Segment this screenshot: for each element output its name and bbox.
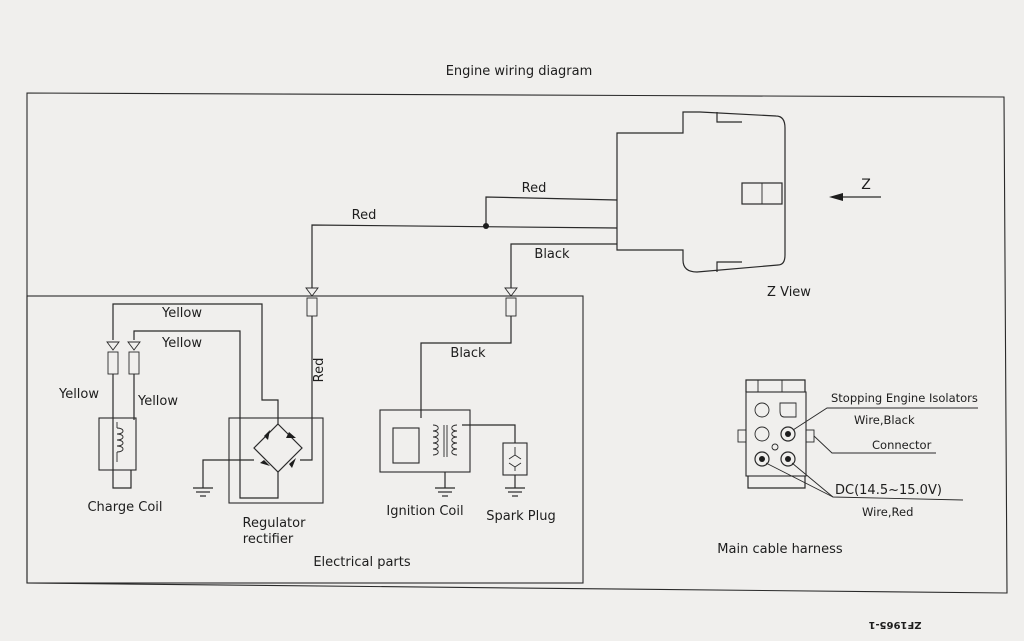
spark-plug: [502, 442, 528, 497]
wire-label-black-lower: Black: [450, 346, 486, 361]
dc-voltage-label: DC(14.5~15.0V): [835, 483, 942, 498]
yellow-wiring: [106, 303, 279, 499]
diagram-title: Engine wiring diagram: [446, 64, 593, 79]
charge-coil: [98, 417, 137, 471]
wire-label-yellow-1: Yellow: [161, 306, 202, 321]
wire-label-yellow-2: Yellow: [161, 336, 202, 351]
harness-leader-lines: [765, 407, 978, 501]
wire-label-black-top: Black: [534, 247, 570, 262]
charge-coil-label: Charge Coil: [87, 500, 162, 515]
regulator-label-line2: rectifier: [243, 532, 294, 547]
connector-label: Connector: [872, 438, 932, 452]
main-connector: [616, 111, 786, 273]
wire-label-red-top: Red: [522, 181, 547, 196]
wire-label-red-left: Red: [352, 208, 377, 223]
dc-wire-label: Wire,Red: [862, 505, 913, 519]
wire-label-yellow-left: Yellow: [58, 387, 99, 402]
stop-isolators-label: Stopping Engine Isolators: [831, 391, 978, 405]
regulator-rectifier: [193, 417, 324, 504]
spark-plug-label: Spark Plug: [486, 509, 555, 524]
electrical-parts-label: Electrical parts: [313, 555, 411, 570]
wire-label-red-vertical: Red: [312, 358, 327, 383]
regulator-label-line1: Regulator: [243, 516, 307, 531]
z-view-caption: Z View: [767, 285, 811, 300]
main-cable-harness-caption: Main cable harness: [717, 542, 843, 557]
stop-wire-label: Wire,Black: [854, 413, 915, 427]
harness-connector: [737, 379, 815, 489]
electrical-parts-frame: [26, 295, 584, 584]
wire-label-yellow-right: Yellow: [137, 394, 178, 409]
upper-wiring: [311, 196, 618, 288]
ignition-coil: [379, 409, 516, 497]
part-code: ZF1965-1: [868, 619, 921, 630]
z-arrow-label: Z: [861, 177, 871, 193]
z-direction-arrow: Z: [829, 177, 881, 201]
ignition-coil-label: Ignition Coil: [386, 504, 463, 519]
